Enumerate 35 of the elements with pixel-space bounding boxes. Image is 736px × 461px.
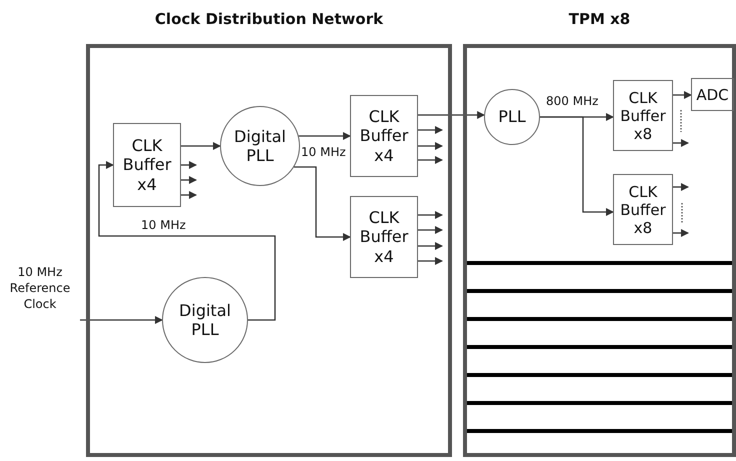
arrow bbox=[418, 242, 443, 250]
arrow bbox=[298, 132, 351, 140]
process-box: CLK Buffer x8 bbox=[613, 174, 673, 245]
arrow bbox=[418, 126, 443, 134]
arrow bbox=[181, 142, 221, 150]
arrow bbox=[98, 161, 276, 321]
arrow bbox=[540, 116, 614, 216]
process-box: CLK Buffer x4 bbox=[350, 95, 418, 177]
arrow bbox=[673, 229, 689, 237]
edge-label: 10 MHz bbox=[300, 146, 347, 160]
arrow bbox=[673, 91, 692, 99]
process-box: CLK Buffer x4 bbox=[113, 123, 181, 207]
arrow bbox=[418, 111, 486, 119]
process-box: CLK Buffer x8 bbox=[613, 80, 673, 151]
edge-label: 800 MHz bbox=[545, 95, 600, 108]
arrow bbox=[181, 176, 197, 184]
panel-title: Clock Distribution Network bbox=[154, 10, 384, 28]
arrow bbox=[673, 139, 689, 147]
arrow bbox=[294, 166, 351, 241]
pll-circle: PLL bbox=[484, 89, 540, 145]
arrow bbox=[418, 257, 443, 265]
arrow bbox=[181, 161, 197, 169]
arrow bbox=[673, 183, 689, 191]
panel-title: TPM x8 bbox=[568, 10, 632, 28]
pll-circle: Digital PLL bbox=[162, 277, 248, 363]
process-box: ADC bbox=[691, 78, 734, 111]
edge-label: 10 MHz bbox=[140, 219, 187, 232]
arrow bbox=[181, 191, 197, 199]
arrow bbox=[418, 211, 443, 219]
arrow bbox=[418, 156, 443, 164]
arrow bbox=[418, 142, 443, 150]
input-label: 10 MHz Reference Clock bbox=[0, 262, 80, 324]
arrow bbox=[418, 226, 443, 234]
arrow bbox=[80, 316, 163, 324]
process-box: CLK Buffer x4 bbox=[350, 196, 418, 278]
